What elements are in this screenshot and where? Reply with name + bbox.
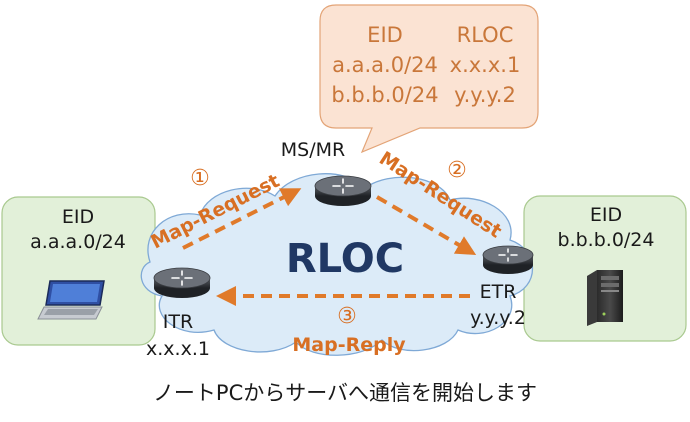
router-itr-name: ITR xyxy=(163,311,193,333)
caption: ノートPCからサーバへ通信を開始します xyxy=(153,381,537,405)
left-site-label: EID xyxy=(62,206,94,228)
cloud-label: RLOC xyxy=(286,236,404,282)
router-etr-name: ETR xyxy=(480,281,517,303)
bubble-row-2-rloc: y.y.y.2 xyxy=(454,83,516,107)
bubble-header-rloc: RLOC xyxy=(457,23,514,47)
bubble-header-eid: EID xyxy=(367,23,403,47)
step-1-number: ① xyxy=(190,166,210,191)
laptop-icon xyxy=(37,280,105,320)
router-etr xyxy=(482,245,534,274)
bubble-row-2-eid: b.b.b.0/24 xyxy=(331,83,438,107)
router-msmr-name: MS/MR xyxy=(281,139,345,161)
bubble-row-1-eid: a.a.a.0/24 xyxy=(332,53,438,77)
step-3-number: ③ xyxy=(337,304,357,329)
step-2-number: ② xyxy=(447,158,467,183)
right-site-label: EID xyxy=(590,204,622,226)
router-itr xyxy=(153,267,211,298)
arrow-step-2 xyxy=(375,195,477,256)
arrow-step-1 xyxy=(182,188,302,250)
mapping-bubble xyxy=(319,4,539,154)
right-site-prefix: b.b.b.0/24 xyxy=(558,229,655,251)
router-itr-address: x.x.x.1 xyxy=(146,338,210,360)
server-icon xyxy=(587,270,623,326)
router-msmr xyxy=(314,175,372,206)
step-3-label: Map-Reply xyxy=(292,334,406,356)
router-etr-address: y.y.y.2 xyxy=(470,307,526,329)
bubble-row-1-rloc: x.x.x.1 xyxy=(450,53,521,77)
left-site-prefix: a.a.a.0/24 xyxy=(30,231,126,253)
